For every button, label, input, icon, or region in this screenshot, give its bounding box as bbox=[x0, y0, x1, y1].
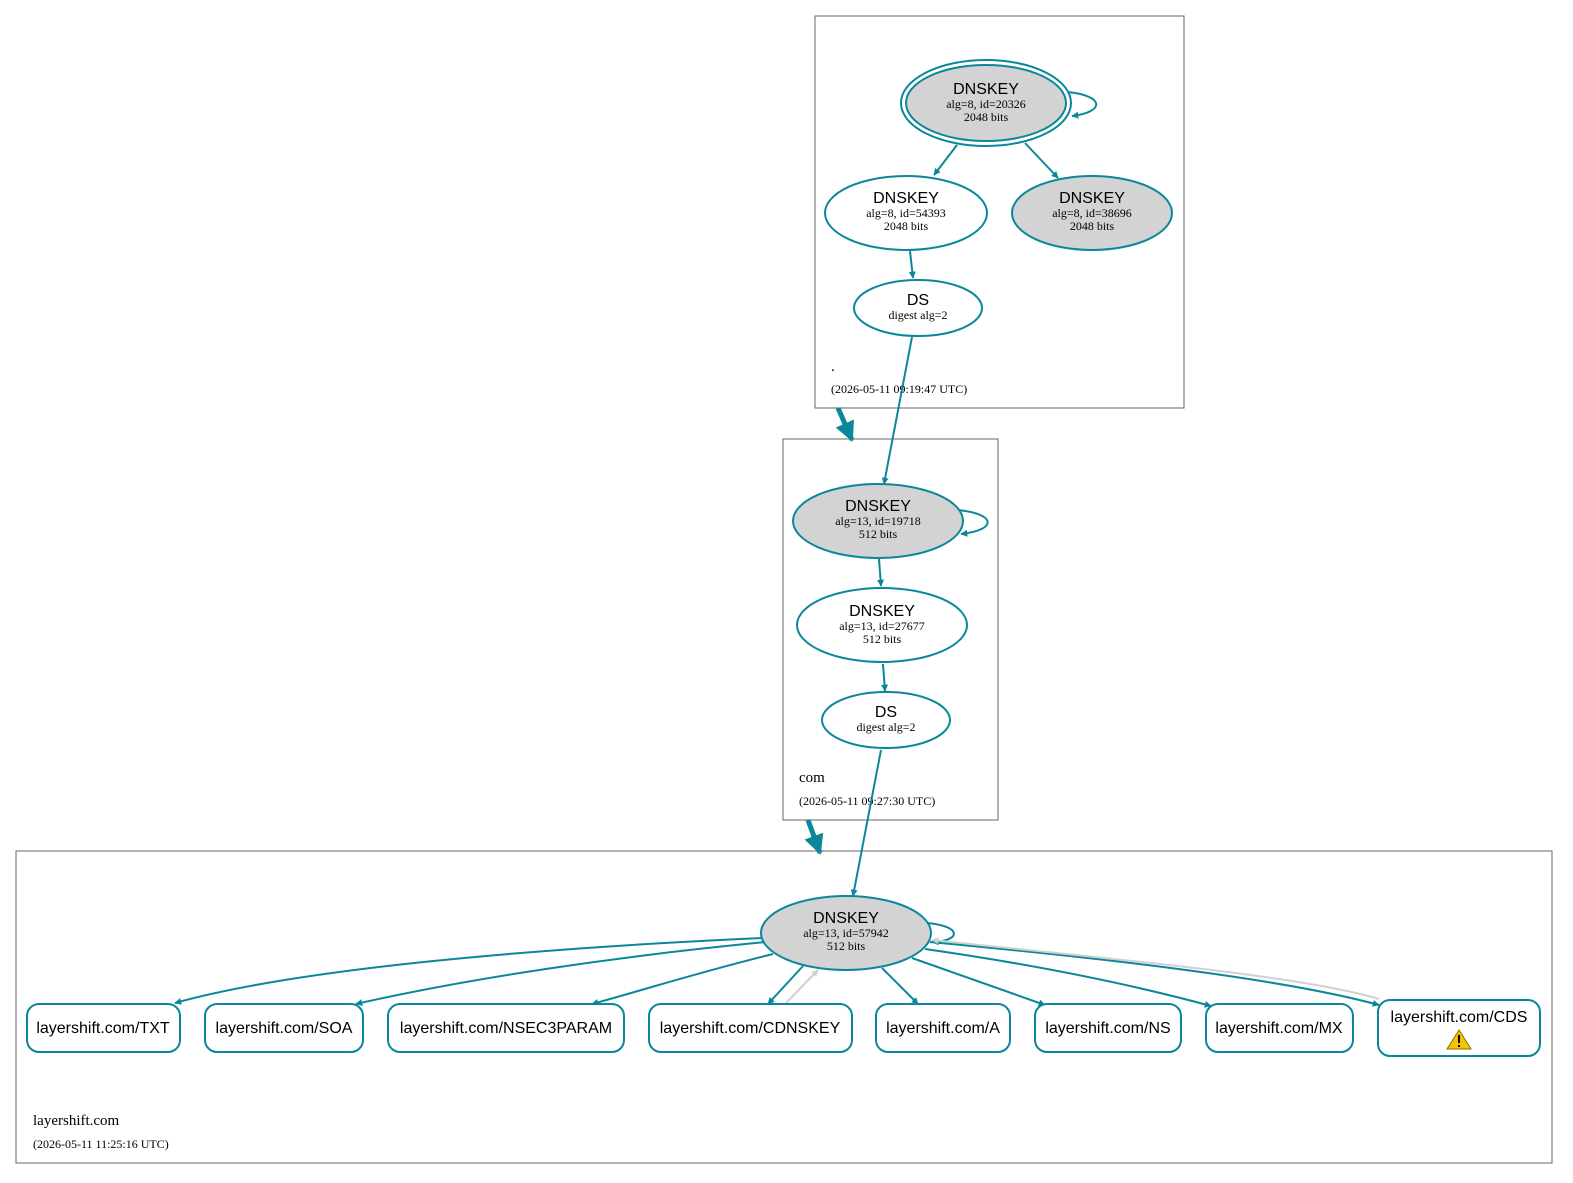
self-sign-edge bbox=[1067, 91, 1098, 119]
sign-edge bbox=[591, 953, 774, 1006]
rrset-nsec3param[interactable]: layershift.com/NSEC3PARAM bbox=[387, 1003, 625, 1053]
rrset-label: layershift.com/CDNSKEY bbox=[660, 1020, 841, 1037]
dnskey-node-27677[interactable]: DNSKEY alg=13, id=27677 512 bits bbox=[796, 587, 968, 663]
dnskey-node-19718[interactable]: DNSKEY alg=13, id=19718 512 bits bbox=[792, 483, 964, 559]
node-detail: alg=8, id=20326 bbox=[946, 97, 1026, 111]
node-detail: digest alg=2 bbox=[856, 720, 915, 734]
rrset-label: layershift.com/A bbox=[886, 1020, 1000, 1037]
delegation-edge bbox=[835, 406, 855, 442]
node-size: 512 bits bbox=[859, 527, 898, 541]
sign-edge bbox=[174, 937, 763, 1005]
node-type: DS bbox=[875, 704, 897, 721]
rrset-label: layershift.com/TXT bbox=[36, 1020, 170, 1037]
sign-edge bbox=[355, 941, 767, 1007]
rrset-label: layershift.com/SOA bbox=[216, 1020, 353, 1037]
node-detail: alg=13, id=27677 bbox=[839, 619, 925, 633]
digest-edge bbox=[908, 250, 916, 279]
digest-edge bbox=[881, 663, 889, 692]
rrset-label: layershift.com/MX bbox=[1215, 1020, 1342, 1037]
node-size: 512 bits bbox=[863, 632, 902, 646]
sign-edge bbox=[881, 967, 919, 1005]
node-type: DNSKEY bbox=[849, 603, 915, 620]
node-detail: alg=13, id=57942 bbox=[803, 926, 889, 940]
zone-timestamp: (2026-05-11 09:19:47 UTC) bbox=[831, 382, 967, 396]
zone-name: . bbox=[831, 359, 835, 375]
delegation-edge bbox=[804, 819, 824, 855]
dnskey-node-20326[interactable]: DNSKEY alg=8, id=20326 2048 bits bbox=[900, 59, 1072, 147]
node-type: DNSKEY bbox=[813, 910, 879, 927]
dnskey-node-54393[interactable]: DNSKEY alg=8, id=54393 2048 bits bbox=[824, 175, 988, 251]
ds-edge bbox=[850, 749, 882, 897]
rrset-label: layershift.com/NS bbox=[1045, 1020, 1170, 1037]
zone-name: com bbox=[799, 770, 825, 786]
node-type: DNSKEY bbox=[873, 190, 939, 207]
node-type: DNSKEY bbox=[845, 498, 911, 515]
rrset-label: layershift.com/CDS bbox=[1391, 1009, 1528, 1026]
rrset-cdnskey[interactable]: layershift.com/CDNSKEY bbox=[648, 1003, 853, 1053]
node-size: 2048 bits bbox=[884, 219, 929, 233]
zone-name: layershift.com bbox=[33, 1113, 120, 1129]
node-detail: alg=8, id=54393 bbox=[866, 206, 946, 220]
sign-edge bbox=[929, 941, 1380, 1007]
warning-icon bbox=[1446, 1029, 1472, 1050]
zone-timestamp: (2026-05-11 11:25:16 UTC) bbox=[33, 1137, 169, 1151]
node-type: DS bbox=[907, 292, 929, 309]
cds-edge bbox=[931, 937, 1380, 1000]
rrset-a[interactable]: layershift.com/A bbox=[875, 1003, 1011, 1053]
node-size: 512 bits bbox=[827, 939, 866, 953]
zone-root: . (2026-05-11 09:19:47 UTC) bbox=[814, 15, 1185, 409]
rrset-txt[interactable]: layershift.com/TXT bbox=[26, 1003, 181, 1053]
rrset-mx[interactable]: layershift.com/MX bbox=[1205, 1003, 1354, 1053]
sign-edge bbox=[933, 144, 958, 176]
node-type: DNSKEY bbox=[953, 81, 1019, 98]
ds-node-com[interactable]: DS digest alg=2 bbox=[821, 691, 951, 749]
rrset-ns[interactable]: layershift.com/NS bbox=[1034, 1003, 1182, 1053]
node-type: DNSKEY bbox=[1059, 190, 1125, 207]
sign-edge bbox=[924, 948, 1212, 1008]
sign-edge bbox=[911, 957, 1046, 1007]
zone-layershift: layershift.com (2026-05-11 11:25:16 UTC) bbox=[15, 850, 1553, 1164]
cdnskey-edge bbox=[785, 969, 819, 1004]
sign-edge bbox=[1024, 142, 1059, 179]
zone-com: com (2026-05-11 09:27:30 UTC) bbox=[782, 438, 999, 821]
ds-node-root[interactable]: DS digest alg=2 bbox=[853, 279, 983, 337]
zone-timestamp: (2026-05-11 09:27:30 UTC) bbox=[799, 794, 935, 808]
rrset-soa[interactable]: layershift.com/SOA bbox=[204, 1003, 364, 1053]
sign-edge bbox=[877, 558, 885, 587]
rrset-cds[interactable]: layershift.com/CDS bbox=[1377, 999, 1541, 1057]
node-detail: digest alg=2 bbox=[888, 308, 947, 322]
dnskey-node-38696[interactable]: DNSKEY alg=8, id=38696 2048 bits bbox=[1011, 175, 1173, 251]
node-size: 2048 bits bbox=[1070, 219, 1115, 233]
ds-edge bbox=[881, 336, 913, 485]
rrset-label: layershift.com/NSEC3PARAM bbox=[400, 1020, 612, 1037]
self-sign-edge bbox=[957, 509, 989, 537]
node-size: 2048 bits bbox=[964, 110, 1009, 124]
sign-edge bbox=[767, 965, 804, 1005]
node-detail: alg=8, id=38696 bbox=[1052, 206, 1132, 220]
dnskey-node-57942[interactable]: DNSKEY alg=13, id=57942 512 bits bbox=[760, 895, 932, 971]
node-detail: alg=13, id=19718 bbox=[835, 514, 921, 528]
